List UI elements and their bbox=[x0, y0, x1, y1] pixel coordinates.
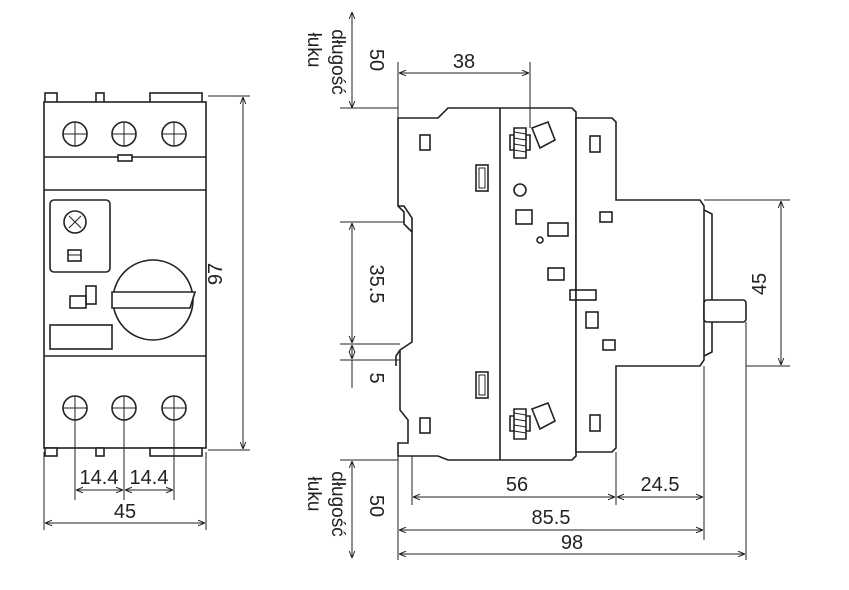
dim-pitch-right: 14.4 bbox=[130, 467, 169, 489]
terminal-screw-icon bbox=[62, 121, 187, 147]
setting-dial-panel bbox=[49, 199, 111, 273]
adjust-screw-icon bbox=[63, 210, 87, 234]
front-module bbox=[575, 117, 705, 453]
terminal-screw-icon bbox=[509, 120, 557, 440]
knob-side bbox=[703, 299, 747, 323]
dim-rail-35-5: 35.5 bbox=[365, 265, 387, 304]
dim-height-97: 97 bbox=[205, 263, 227, 285]
dim-pitch-left: 14.4 bbox=[80, 467, 119, 489]
dim-depth-98: 98 bbox=[561, 532, 583, 554]
dim-arc-top-50: 50 bbox=[365, 49, 387, 71]
arc-label-top-2: łuku bbox=[303, 33, 324, 68]
arc-label-bottom-2: łuku bbox=[303, 477, 324, 512]
side-housing bbox=[397, 107, 577, 461]
arc-label-top-1: długość bbox=[327, 29, 348, 95]
dim-rail-offset-5: 5 bbox=[365, 372, 387, 383]
arc-label-bottom-1: długość bbox=[327, 471, 348, 537]
label-plate bbox=[49, 324, 113, 350]
dim-depth-38: 38 bbox=[453, 51, 475, 73]
dim-depth-85-5: 85.5 bbox=[532, 507, 571, 529]
dim-arc-bottom-50: 50 bbox=[365, 495, 387, 517]
dim-depth-56: 56 bbox=[506, 474, 528, 496]
dim-width-45: 45 bbox=[114, 501, 136, 523]
front-view bbox=[43, 92, 250, 530]
dim-knob-24-5: 24.5 bbox=[641, 474, 680, 496]
dim-mount-45: 45 bbox=[749, 273, 771, 295]
side-view bbox=[340, 12, 790, 560]
